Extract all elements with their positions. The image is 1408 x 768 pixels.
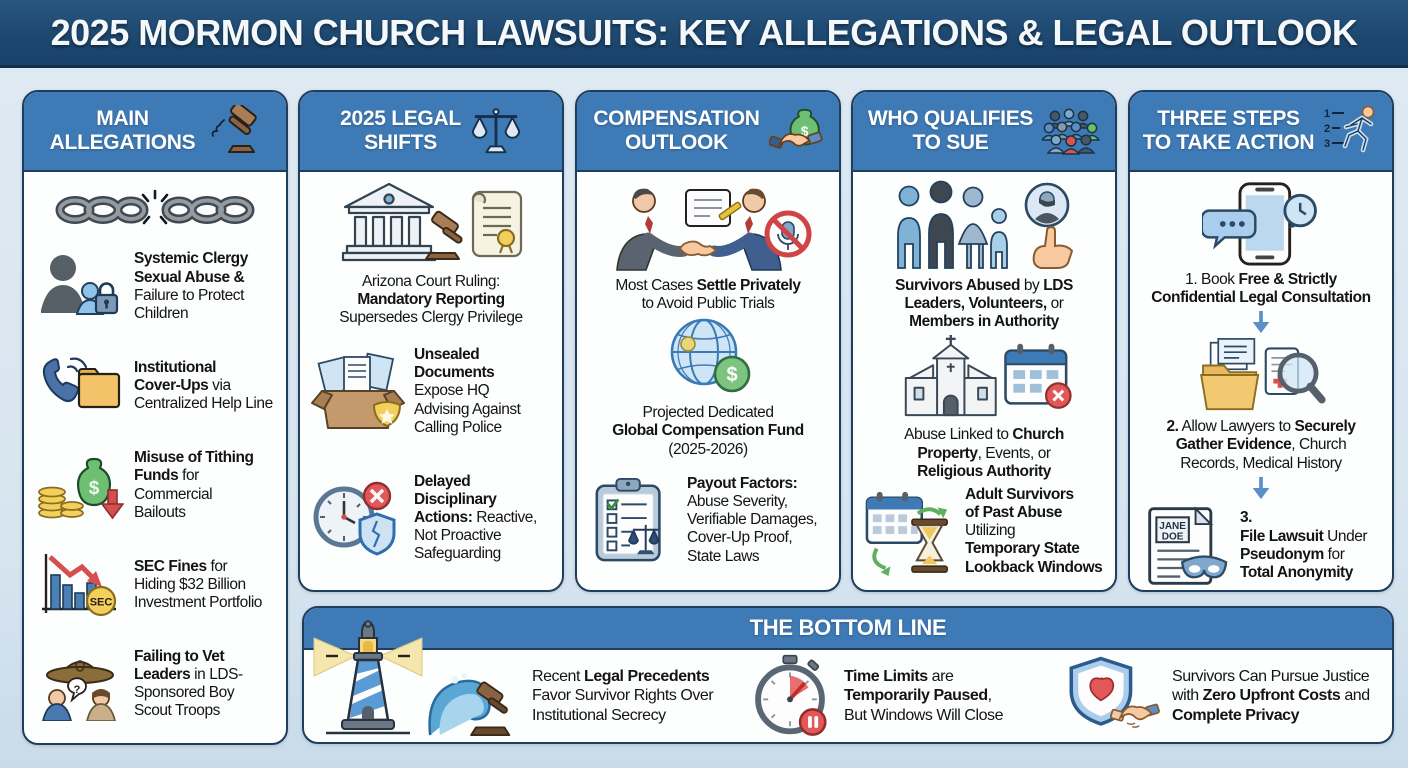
svg-text:JANE: JANE [1159,520,1186,531]
step-arrow-icon [1140,475,1382,501]
column-main-allegations: MAIN ALLEGATIONS [22,90,288,745]
item-text: Most Cases Settle Privately to Avoid Pub… [615,277,801,313]
list-item: 1. Book Free & Strictly Confidential Leg… [1140,180,1382,307]
list-item: Institutional Cover-Ups via Centralized … [34,337,276,434]
column-legal-shifts: 2025 LEGAL SHIFTS [298,90,564,592]
bottom-line-title: THE BOTTOM LINE [749,614,947,640]
svg-text:1: 1 [1324,108,1330,120]
list-item: Survivors Abused by LDS Leaders, Volunte… [863,180,1105,331]
list-item: $ Projected Dedicated Global Compensatio… [587,315,829,458]
broken-chain-icon [34,180,276,236]
church-calendar-icon [904,335,1072,417]
list-item: ? Failing to Vet Leaders in LDS- Sponsor… [34,636,276,733]
tithing-funds-icon: $ [38,457,124,519]
svg-text:$: $ [801,124,809,139]
runner-steps-icon: 1 2 3 [1324,105,1375,153]
bottom-line-section: THE BOTTOM LINE [302,606,1394,744]
list-item: Survivors Can Pursue Justice with Zero U… [1066,655,1380,737]
list-item: Arizona Court Ruling: Mandatory Reportin… [310,180,552,327]
column-header: WHO QUALIFIES TO SUE [853,92,1115,172]
wave-gavel-icon [428,673,511,737]
item-text: Survivors Can Pursue Justice with Zero U… [1172,668,1370,724]
item-text: Failing to Vet Leaders in LDS- Sponsored… [134,648,243,720]
payout-checklist-icon [595,478,661,562]
sec-chart-icon: SEC [42,553,117,617]
column-header: THREE STEPS TO TAKE ACTION 1 2 3 [1130,92,1392,172]
column-who-qualifies: WHO QUALIFIES TO SUE [851,90,1117,592]
list-item: Unsealed Documents Expose HQ Advising Ag… [310,329,552,453]
column-header: 2025 LEGAL SHIFTS [300,92,562,172]
consultation-phone-icon [1202,182,1317,266]
evidence-gathering-icon [1200,338,1326,411]
list-item: Abuse Linked to Church Property, Events,… [863,333,1105,480]
list-item: 2. Allow Lawyers to Securely Gather Evid… [1140,337,1382,472]
item-text: Projected Dedicated Global Compensation … [612,404,804,458]
item-text: Abuse Linked to Church Property, Events,… [904,426,1064,480]
people-group-icon [1042,108,1101,155]
column-header-label: 2025 LEGAL SHIFTS [340,107,461,154]
list-item: SEC SEC Fines for Hiding $32 Billion Inv… [34,536,276,633]
column-header: COMPENSATION OUTLOOK $ [577,92,839,172]
step-arrow-icon [1140,309,1382,335]
column-header-label: THREE STEPS TO TAKE ACTION [1142,107,1315,154]
list-item: Recent Legal Precedents Favor Survivor R… [426,655,740,737]
lookback-window-icon [865,492,948,577]
column-header-label: MAIN ALLEGATIONS [49,107,196,154]
svg-text:3: 3 [1324,138,1330,150]
global-fund-icon: $ [670,318,751,393]
item-text: Adult Survivors of Past Abuse Utilizing … [965,486,1103,576]
column-compensation-outlook: COMPENSATION OUTLOOK $ [575,90,841,592]
list-item: Time Limits are Temporarily Paused, But … [746,654,1060,738]
unsealed-documents-icon [311,352,405,429]
survivors-family-icon [897,180,1074,269]
item-text: 2. Allow Lawyers to Securely Gather Evid… [1166,418,1356,472]
svg-text:?: ? [74,684,81,696]
item-text: Payout Factors: Abuse Severity, Verifiab… [687,475,818,565]
item-text: Survivors Abused by LDS Leaders, Volunte… [895,277,1073,331]
list-item: JANE DOE 3. File Lawsuit Under Pseudonym… [1140,503,1382,589]
list-item: Delayed Disciplinary Actions: Reactive, … [310,456,552,580]
item-text: Arizona Court Ruling: Mandatory Reportin… [339,273,523,327]
delayed-clock-shield-icon [313,481,396,556]
svg-text:2: 2 [1324,123,1330,135]
item-text: Recent Legal Precedents Favor Survivor R… [532,668,714,724]
item-text: Institutional Cover-Ups via Centralized … [134,358,273,413]
item-text: Unsealed Documents Expose HQ Advising Ag… [414,346,521,436]
column-header-label: WHO QUALIFIES TO SUE [867,107,1034,154]
item-text: Delayed Disciplinary Actions: Reactive, … [414,472,537,563]
svg-text:DOE: DOE [1162,531,1184,542]
list-item: Most Cases Settle Privately to Avoid Pub… [587,180,829,313]
victim-lock-icon [41,254,119,315]
column-header: MAIN ALLEGATIONS [24,92,286,172]
item-text: 1. Book Free & Strictly Confidential Leg… [1151,271,1371,307]
pseudonym-document-icon: JANE DOE [1148,506,1228,585]
bottom-line-header: THE BOTTOM LINE [304,608,1392,650]
svg-text:$: $ [726,364,737,386]
lighthouse-icon [312,612,424,738]
scales-icon [471,108,520,154]
courthouse-gavel-scroll-icon [341,182,523,262]
list-item: Payout Factors: Abuse Severity, Verifiab… [587,461,829,580]
list-item: $ Misuse of Tithing Funds for Commercial… [34,437,276,534]
title-banner: 2025 MORMON CHURCH LAWSUITS: KEY ALLEGAT… [0,0,1408,68]
gavel-icon [211,105,258,153]
column-header-label: COMPENSATION OUTLOOK [593,107,760,154]
list-item: Systemic Clergy Sexual Abuse & Failure t… [34,238,276,335]
moneybag-handshake-icon: $ [768,108,823,149]
shield-handshake-icon [1069,656,1160,728]
column-three-steps: THREE STEPS TO TAKE ACTION 1 2 3 [1128,90,1394,592]
list-item: Adult Survivors of Past Abuse Utilizing … [863,483,1105,580]
phone-folder-icon [42,357,121,409]
page-title: 2025 MORMON CHURCH LAWSUITS: KEY ALLEGAT… [50,11,1358,53]
item-text: 3. File Lawsuit Under Pseudonym for Tota… [1240,509,1368,581]
item-text: Time Limits are Temporarily Paused, But … [844,668,1004,724]
item-text: Misuse of Tithing Funds for Commercial B… [134,449,254,521]
item-text: Systemic Clergy Sexual Abuse & Failure t… [134,250,248,322]
item-text: SEC Fines for Hiding $32 Billion Investm… [134,557,262,611]
scout-leader-icon: ? [42,660,116,722]
svg-text:SEC: SEC [90,596,113,608]
svg-text:$: $ [89,478,100,499]
stopwatch-pause-icon [755,654,827,736]
settlement-handshake-icon [616,188,812,271]
